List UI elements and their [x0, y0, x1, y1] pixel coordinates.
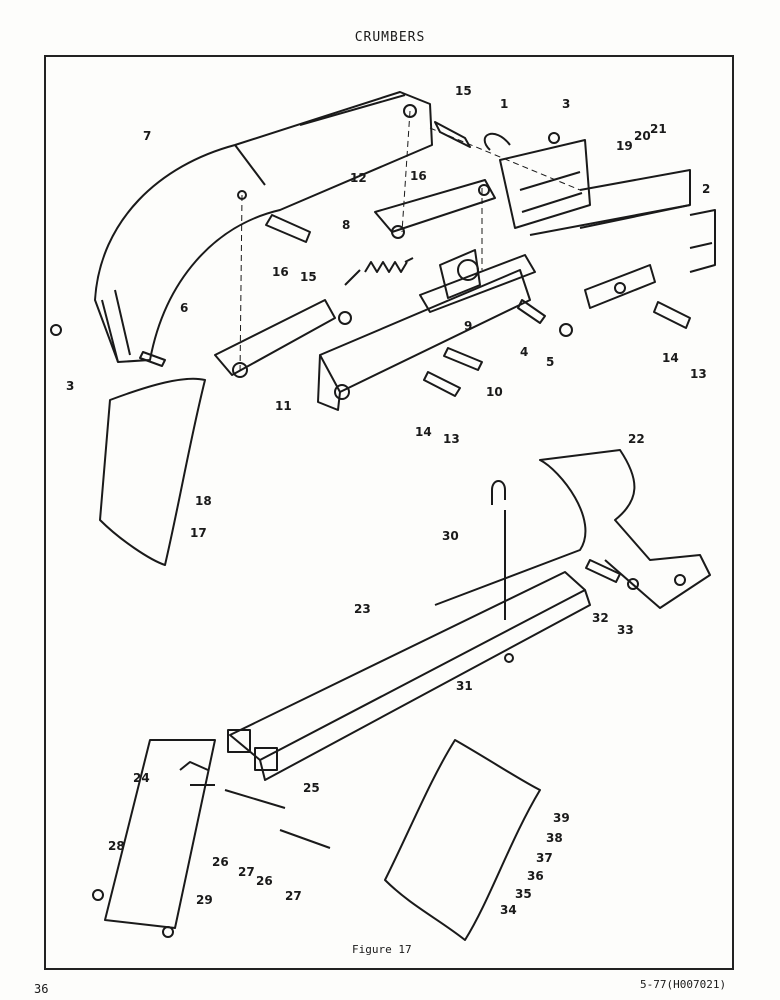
pivot-bracket-part: [419, 254, 536, 313]
svg-text:33: 33: [617, 623, 634, 637]
svg-text:25: 25: [303, 781, 320, 795]
svg-text:2: 2: [702, 182, 710, 196]
svg-text:21: 21: [650, 122, 667, 136]
clamp-plate-part: [584, 264, 656, 309]
svg-text:15: 15: [455, 84, 472, 98]
svg-text:19: 19: [616, 139, 633, 153]
svg-text:6: 6: [180, 301, 188, 315]
svg-text:9: 9: [464, 319, 472, 333]
figure-caption: Figure 17: [352, 943, 412, 956]
spring-part: [344, 257, 414, 286]
curved-blade-lower-part: [384, 739, 541, 941]
svg-text:18: 18: [195, 494, 212, 508]
svg-text:17: 17: [190, 526, 207, 540]
drawbar-part: [434, 449, 711, 609]
svg-text:26: 26: [212, 855, 229, 869]
svg-text:4: 4: [520, 345, 528, 359]
svg-text:8: 8: [342, 218, 350, 232]
svg-text:23: 23: [354, 602, 371, 616]
curved-blade-upper-part: [99, 377, 206, 566]
page-number: 36: [34, 982, 49, 996]
svg-text:11: 11: [275, 399, 292, 413]
main-bar-part: [229, 571, 586, 761]
j-bolt-part: [491, 480, 506, 620]
svg-text:5: 5: [546, 355, 554, 369]
svg-text:28: 28: [108, 839, 125, 853]
crumber-arm-part: [94, 91, 433, 363]
svg-text:27: 27: [285, 889, 302, 903]
svg-text:27: 27: [238, 865, 255, 879]
svg-text:22: 22: [628, 432, 645, 446]
svg-text:3: 3: [562, 97, 570, 111]
bolt-upper-part: [434, 121, 471, 148]
svg-text:10: 10: [486, 385, 503, 399]
svg-text:16: 16: [272, 265, 289, 279]
u-bolt-part: [689, 209, 716, 273]
svg-text:16: 16: [410, 169, 427, 183]
svg-text:12: 12: [350, 171, 367, 185]
svg-text:32: 32: [592, 611, 609, 625]
svg-text:35: 35: [515, 887, 532, 901]
svg-text:3: 3: [66, 379, 74, 393]
upright-part: [104, 739, 216, 929]
svg-text:13: 13: [690, 367, 707, 381]
svg-text:14: 14: [415, 425, 432, 439]
figure-frame: [44, 55, 734, 970]
svg-text:13: 13: [443, 432, 460, 446]
svg-text:14: 14: [662, 351, 679, 365]
svg-text:24: 24: [133, 771, 150, 785]
page-header: CRUMBERS: [354, 30, 426, 45]
mounting-plate-part: [499, 139, 591, 229]
link-upper-part: [374, 179, 496, 233]
svg-text:37: 37: [536, 851, 553, 865]
svg-text:36: 36: [527, 869, 544, 883]
svg-text:38: 38: [546, 831, 563, 845]
svg-text:7: 7: [143, 129, 151, 143]
square-bar-part: [579, 169, 691, 229]
svg-text:39: 39: [553, 811, 570, 825]
svg-text:31: 31: [456, 679, 473, 693]
lower-arm-part: [319, 269, 531, 393]
svg-text:34: 34: [500, 903, 517, 917]
svg-text:29: 29: [196, 893, 213, 907]
svg-text:20: 20: [634, 129, 651, 143]
svg-text:26: 26: [256, 874, 273, 888]
link-lower-part: [214, 299, 336, 376]
svg-text:30: 30: [442, 529, 459, 543]
footer-code: 5-77(H007021): [640, 978, 727, 991]
svg-text:1: 1: [500, 97, 508, 111]
svg-text:15: 15: [300, 270, 317, 284]
